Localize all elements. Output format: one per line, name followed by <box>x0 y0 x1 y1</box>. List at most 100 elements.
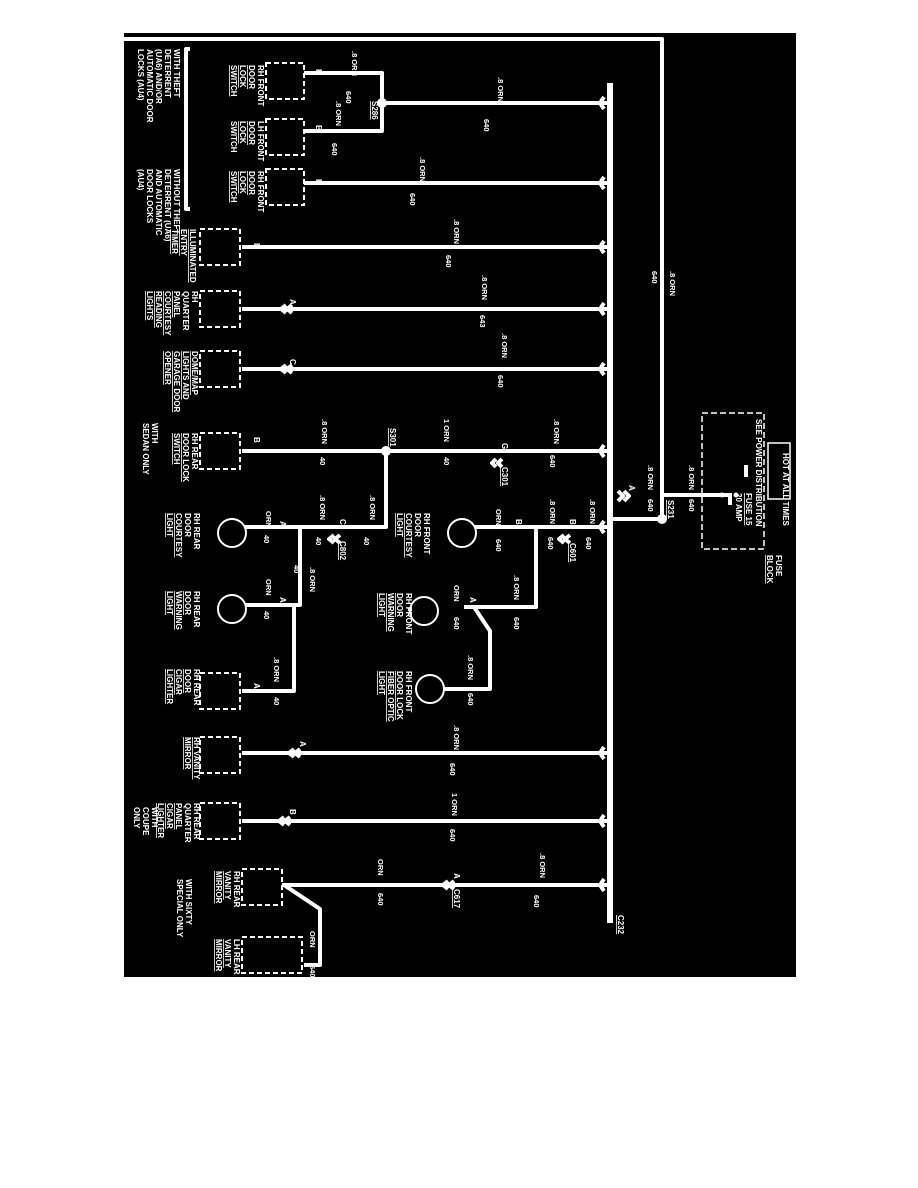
rh-rear-vanity-mirror-box <box>241 868 283 906</box>
rh-quarter-panel-label: RH QUARTER PANEL COURTESY READING LIGHTS <box>145 291 199 336</box>
svg-text:RH VANITY: RH VANITY <box>192 737 201 780</box>
svg-text:SEDAN ONLY: SEDAN ONLY <box>141 423 150 475</box>
front-courtesy-size: ORN <box>494 509 503 526</box>
illuminated-entry-timer-label: ILLUMINATED ENTRY TIMER <box>170 229 197 283</box>
rear-warning-size: .8 ORN <box>308 567 317 592</box>
rh-rear-door-warning-label: RH REAR DOOR WARNING LIGHT <box>165 591 201 630</box>
b1b-circuit: 640 <box>330 143 339 156</box>
svg-text:DOOR: DOOR <box>183 669 192 693</box>
b8-pin: A <box>298 741 307 747</box>
svg-text:CIGAR: CIGAR <box>174 669 183 695</box>
svg-text:WITH: WITH <box>150 423 159 444</box>
b9-pin: B <box>288 809 297 815</box>
svg-text:DETERRENT: DETERRENT <box>163 49 172 98</box>
svg-text:LH FRONT: LH FRONT <box>256 121 265 162</box>
svg-text:DOOR: DOOR <box>183 513 192 537</box>
b3-pin: D <box>252 243 261 249</box>
hot-at-all-times-label: HOT AT ALL TIMES <box>781 453 790 527</box>
svg-text:DOOR: DOOR <box>395 593 404 617</box>
with-sedan-note: WITH SEDAN ONLY <box>141 423 159 475</box>
b1-size: .8 ORN <box>496 77 505 102</box>
rh-rear-door-courtesy-lamp <box>217 518 247 548</box>
svg-text:ENTRY: ENTRY <box>179 229 188 256</box>
b9-size: 1 ORN <box>450 793 459 816</box>
svg-text:RH FRONT: RH FRONT <box>422 513 431 554</box>
b1b-pin: B <box>314 125 323 131</box>
c601-connector <box>557 533 572 545</box>
svg-text:DOOR: DOOR <box>247 121 256 145</box>
with-coupe-note: WITH COUPE ONLY <box>132 807 159 836</box>
fuse-block-label-2: BLOCK <box>765 555 774 584</box>
svg-text:LIGHT: LIGHT <box>165 591 174 615</box>
theft-brace <box>184 47 190 211</box>
fiber-size: .8 ORN <box>466 655 475 680</box>
svg-text:RH REAR: RH REAR <box>192 513 201 550</box>
svg-text:QUARTER: QUARTER <box>183 803 192 843</box>
svg-text:DOOR: DOOR <box>413 513 422 537</box>
b6-circuit: 640 <box>548 455 557 468</box>
rh-rear-door-warning-lamp <box>217 594 247 624</box>
splice-s286-label: S286 <box>370 101 379 120</box>
svg-text:WARNING: WARNING <box>386 593 395 632</box>
b4-connector <box>279 303 294 315</box>
fiber-circuit: 640 <box>466 693 475 706</box>
rh-vanity-mirror-box <box>199 736 241 774</box>
bus-wire-size: .8 ORN <box>646 465 655 490</box>
b6-pin-b: B <box>252 437 261 443</box>
b6-pin-g: G <box>500 443 509 449</box>
svg-text:LOCK: LOCK <box>238 121 247 144</box>
rear-warning-circuit: 40 <box>262 611 271 619</box>
b6-size: .8 ORN <box>552 419 561 444</box>
b2-circuit: 640 <box>408 193 417 206</box>
svg-text:READING: READING <box>154 291 163 328</box>
b6c-size: .8 ORN <box>320 419 329 444</box>
c301-connector <box>490 457 504 469</box>
b4-size: .8 ORN <box>480 275 489 300</box>
lh-rear-vanity-mirror-label: LH REAR VANITY MIRROR <box>214 939 241 975</box>
svg-text:WITHOUT THEFT: WITHOUT THEFT <box>172 169 181 234</box>
wiring-diagram-canvas: HOT AT ALL TIMES SEE POWER DISTRIBUTION … <box>124 37 791 977</box>
connector-c802-label: C802 <box>338 541 347 561</box>
b8-circuit: 640 <box>448 763 457 776</box>
front-warning-orn: ORN <box>452 585 461 602</box>
svg-text:PANEL: PANEL <box>174 803 183 830</box>
svg-text:MIRROR: MIRROR <box>183 737 192 770</box>
rear-courtesy-b-circuit: 40 <box>292 565 301 573</box>
lh-front-door-lock-switch-box <box>265 118 305 156</box>
svg-text:SWITCH: SWITCH <box>229 121 238 153</box>
fuse-dot-2 <box>733 492 739 498</box>
with-theft-note: WITH THEFT DETERRENT (UA6) AND/OR AUTOMA… <box>136 49 181 123</box>
svg-text:DOME/MAP: DOME/MAP <box>190 351 199 396</box>
see-power-distribution-label: SEE POWER DISTRIBUTION <box>754 419 763 527</box>
connector-c301-label: C301 <box>500 467 509 487</box>
svg-text:ILLUMINATED: ILLUMINATED <box>188 229 197 283</box>
b8-size: .8 ORN <box>452 725 461 750</box>
front-courtesy-circuit: 640 <box>494 539 503 552</box>
svg-text:RH: RH <box>190 291 199 303</box>
splice-s286 <box>377 98 387 108</box>
b10-circuit: 640 <box>532 895 541 908</box>
b10-pin: A <box>452 873 461 879</box>
s301-c-circuit: 40 <box>314 537 323 545</box>
c617-connector <box>441 879 456 891</box>
feed-wire <box>124 37 664 519</box>
b3-circuit: 640 <box>444 255 453 268</box>
svg-text:DOOR LOCK: DOOR LOCK <box>395 671 404 720</box>
svg-text:PANEL: PANEL <box>172 291 181 318</box>
b10-size: .8 ORN <box>538 853 547 878</box>
connector-c617-label: C617 <box>452 889 461 909</box>
rh-front-door-courtesy-lamp <box>447 518 477 548</box>
svg-text:WARNING: WARNING <box>174 591 183 630</box>
rear-courtesy-pin: A <box>278 521 287 527</box>
svg-text:SWITCH: SWITCH <box>229 171 238 203</box>
branch-s286-split <box>304 71 384 103</box>
svg-text:COURTESY: COURTESY <box>174 513 183 558</box>
svg-text:MIRROR: MIRROR <box>214 871 223 904</box>
feed-wire-circuit: 640 <box>650 271 659 284</box>
svg-text:LOCK: LOCK <box>238 171 247 194</box>
svg-text:RH REAR: RH REAR <box>190 433 199 470</box>
c802-connector <box>327 533 342 545</box>
b5-size: .8 ORN <box>500 333 509 358</box>
svg-text:DOOR LOCKS: DOOR LOCKS <box>145 169 154 224</box>
rh-front-door-lock-switch-2-label: RH FRONT DOOR LOCK SWITCH <box>229 171 265 212</box>
